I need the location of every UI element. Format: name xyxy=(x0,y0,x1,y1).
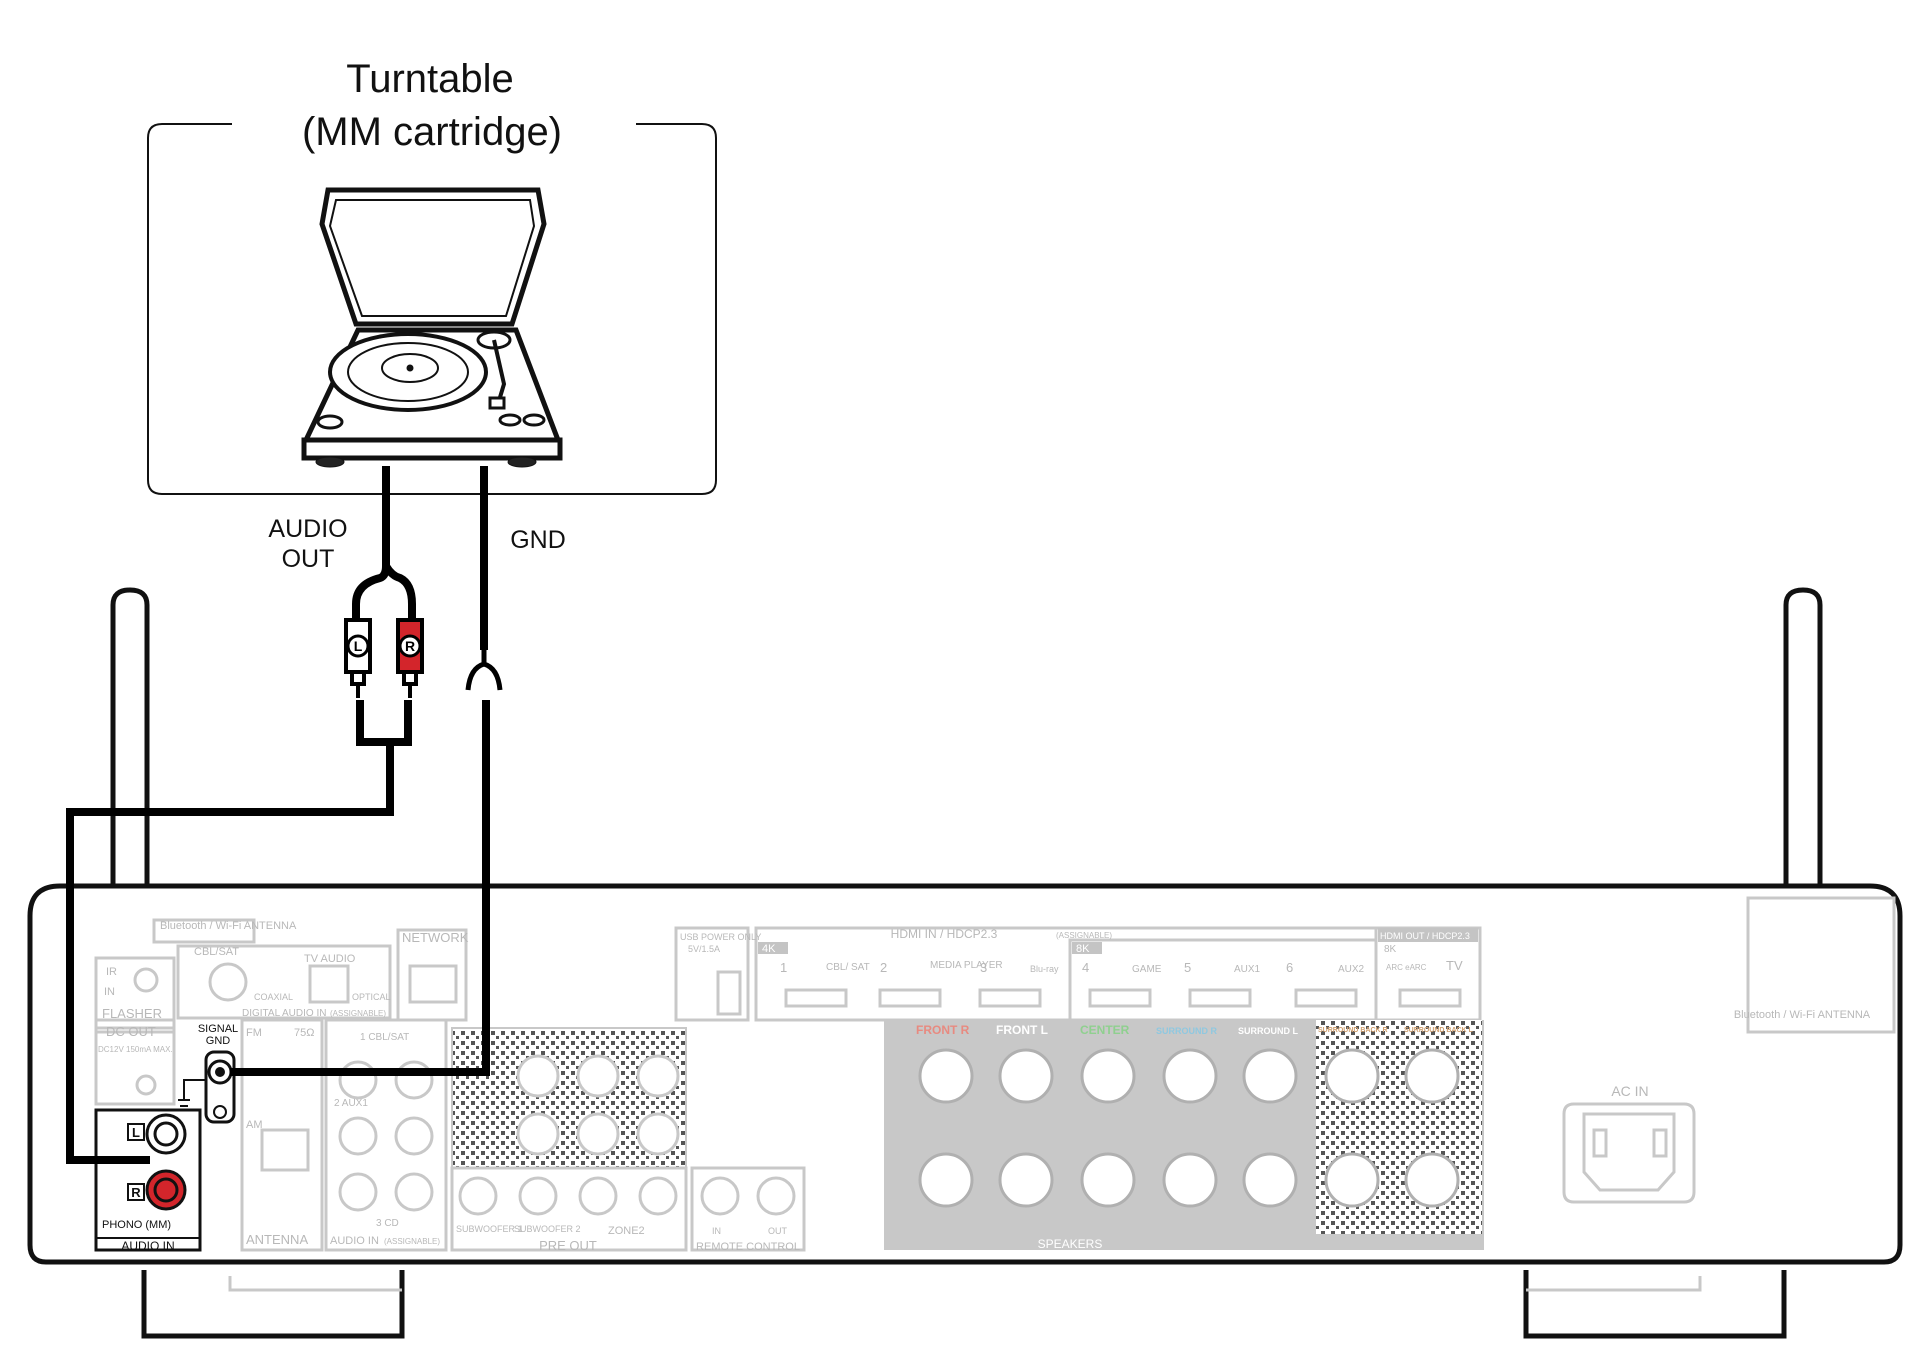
hdmi-in-label: HDMI IN / HDCP2.3 xyxy=(891,927,998,941)
turntable-subtitle: (MM cartridge) xyxy=(302,110,562,154)
hdmi-6-number: 6 xyxy=(1286,960,1293,975)
fm-label: FM xyxy=(246,1027,262,1039)
antenna-right-base: Bluetooth / Wi-Fi ANTENNA xyxy=(1734,896,1896,1034)
front-l-label: FRONT L xyxy=(996,1023,1048,1037)
gnd-spade-lug xyxy=(465,646,503,691)
gnd-label: GND xyxy=(510,526,566,554)
cbl-sat-digital-label: CBL/SAT xyxy=(194,946,239,958)
ir-in-label: IN xyxy=(104,986,115,998)
hdmi-3-label: Blu-ray xyxy=(1030,964,1059,974)
surround-back-l-label: SURROUND BACK L xyxy=(1404,1027,1474,1034)
signal-gnd-terminal[interactable]: SIGNAL GND xyxy=(178,1023,238,1124)
remote-in-label: IN xyxy=(712,1226,721,1236)
pre-out-label: PRE OUT xyxy=(539,1238,597,1253)
front-r-label: FRONT R xyxy=(916,1023,970,1037)
antenna-left-label: Bluetooth / Wi-Fi ANTENNA xyxy=(160,920,297,932)
audio-out-label: AUDIO xyxy=(268,515,347,543)
usb-power-label: USB POWER ONLY xyxy=(680,932,761,942)
ohm75-label: 75Ω xyxy=(294,1027,314,1039)
subwoofer1-label: SUBWOOFER 1 xyxy=(456,1224,523,1234)
audio-cable xyxy=(66,466,416,1164)
hdmi-out-label: HDMI OUT / HDCP2.3 xyxy=(1380,931,1470,941)
arc-label: ARC eARC xyxy=(1386,963,1427,972)
hdmi-1-number: 1 xyxy=(780,960,787,975)
phono-r-jack[interactable] xyxy=(145,1169,187,1211)
signal-gnd-label-line2: GND xyxy=(206,1035,231,1047)
speakers-section: FRONT R FRONT L CENTER SURROUND R SURROU… xyxy=(884,1020,1484,1251)
speakers-label: SPEAKERS xyxy=(1038,1237,1103,1251)
audio-in-phono-label: AUDIO IN xyxy=(121,1239,174,1253)
turntable-group: Turntable (MM cartridge) xyxy=(147,57,717,495)
hdmi-2-label: MEDIA PLAYER xyxy=(930,960,1003,971)
phono-r-label: R xyxy=(131,1185,141,1200)
zone2-label: ZONE2 xyxy=(608,1225,645,1237)
hdmi-3-number: 3 xyxy=(980,960,987,975)
usb-power-spec: 5V/1.5A xyxy=(688,944,720,954)
panel-left-labels: Bluetooth / Wi-Fi ANTENNA IR IN FLASHER … xyxy=(98,920,469,1247)
hdmi-4-number: 4 xyxy=(1082,960,1089,975)
plug-r-label: R xyxy=(405,638,415,654)
center-label: CENTER xyxy=(1080,1023,1130,1037)
phono-l-label: L xyxy=(132,1125,140,1140)
ir-label: IR xyxy=(106,966,117,978)
phono-l-jack[interactable] xyxy=(145,1113,187,1155)
audio-in-1-label: 1 CBL/SAT xyxy=(360,1032,409,1043)
coaxial-label: COAXIAL xyxy=(254,992,293,1002)
hdmi-assignable-label: (ASSIGNABLE) xyxy=(1056,931,1112,940)
audio-in-assignable-note: (ASSIGNABLE) xyxy=(384,1237,440,1246)
dc-out-label: DC OUT xyxy=(106,1024,156,1039)
hdmi-5-label: AUX1 xyxy=(1234,964,1261,975)
hdmi-5-number: 5 xyxy=(1184,960,1191,975)
ac-in-label: AC IN xyxy=(1611,1083,1648,1099)
surround-r-label: SURROUND R xyxy=(1156,1026,1218,1036)
tv-audio-label: TV AUDIO xyxy=(304,953,356,965)
antenna-right-label: Bluetooth / Wi-Fi ANTENNA xyxy=(1734,1009,1871,1021)
plug-l-label: L xyxy=(354,638,363,654)
phono-audio-in-section: L R PHONO (MM) AUDIO IN xyxy=(94,1108,202,1253)
turntable-icon xyxy=(301,187,563,468)
antenna-section-label: ANTENNA xyxy=(246,1232,308,1247)
remote-out-label: OUT xyxy=(768,1226,788,1236)
ac-in-socket: AC IN xyxy=(1562,1083,1696,1204)
surround-back-r-label: SURROUND BACK R xyxy=(1318,1027,1388,1034)
am-label: AM xyxy=(246,1119,263,1131)
phono-mm-label: PHONO (MM) xyxy=(102,1219,171,1231)
hdmi-out-badge: 8K xyxy=(1384,944,1397,955)
rca-plug-right: R xyxy=(396,618,424,698)
hdmi-2-number: 2 xyxy=(880,960,887,975)
audio-in-3-label: 3 CD xyxy=(376,1218,399,1229)
hdmi-6-label: AUX2 xyxy=(1338,964,1365,975)
remote-control-label: REMOTE CONTROL xyxy=(696,1241,800,1253)
badge-8k: 8K xyxy=(1076,943,1090,955)
rca-plug-left: L xyxy=(344,618,372,698)
gnd-cable xyxy=(230,466,490,1076)
turntable-title: Turntable xyxy=(346,57,514,101)
network-label: NETWORK xyxy=(402,930,469,945)
surround-l-label: SURROUND L xyxy=(1238,1026,1299,1036)
turntable-frame xyxy=(147,123,717,495)
usb-hdmi-labels: USB POWER ONLY 5V/1.5A HDMI IN / HDCP2.3… xyxy=(680,927,1478,975)
digital-audio-in-label: DIGITAL AUDIO IN xyxy=(242,1008,326,1019)
hdmi-1-label: CBL/ SAT xyxy=(826,962,870,973)
signal-gnd-label: SIGNAL xyxy=(198,1023,238,1035)
panel-left-gray xyxy=(94,918,468,1252)
pre-out-section: SUBWOOFER 1 SUBWOOFER 2 ZONE2 PRE OUT IN… xyxy=(450,1027,806,1253)
subwoofer2-label: SUBWOOFER 2 xyxy=(514,1224,581,1234)
optical-label: OPTICAL xyxy=(352,992,391,1002)
audio-in-assignable-label: AUDIO IN xyxy=(330,1235,379,1247)
audio-out-label-line2: OUT xyxy=(282,545,335,573)
tv-label: TV xyxy=(1446,958,1463,973)
digital-assignable-label: (ASSIGNABLE) xyxy=(330,1009,386,1018)
flasher-label: FLASHER xyxy=(102,1006,162,1021)
audio-in-2-label: 2 AUX1 xyxy=(334,1098,368,1109)
badge-4k: 4K xyxy=(762,943,776,955)
hdmi-4-label: GAME xyxy=(1132,964,1162,975)
dc-out-spec: DC12V 150mA MAX. xyxy=(98,1045,173,1054)
